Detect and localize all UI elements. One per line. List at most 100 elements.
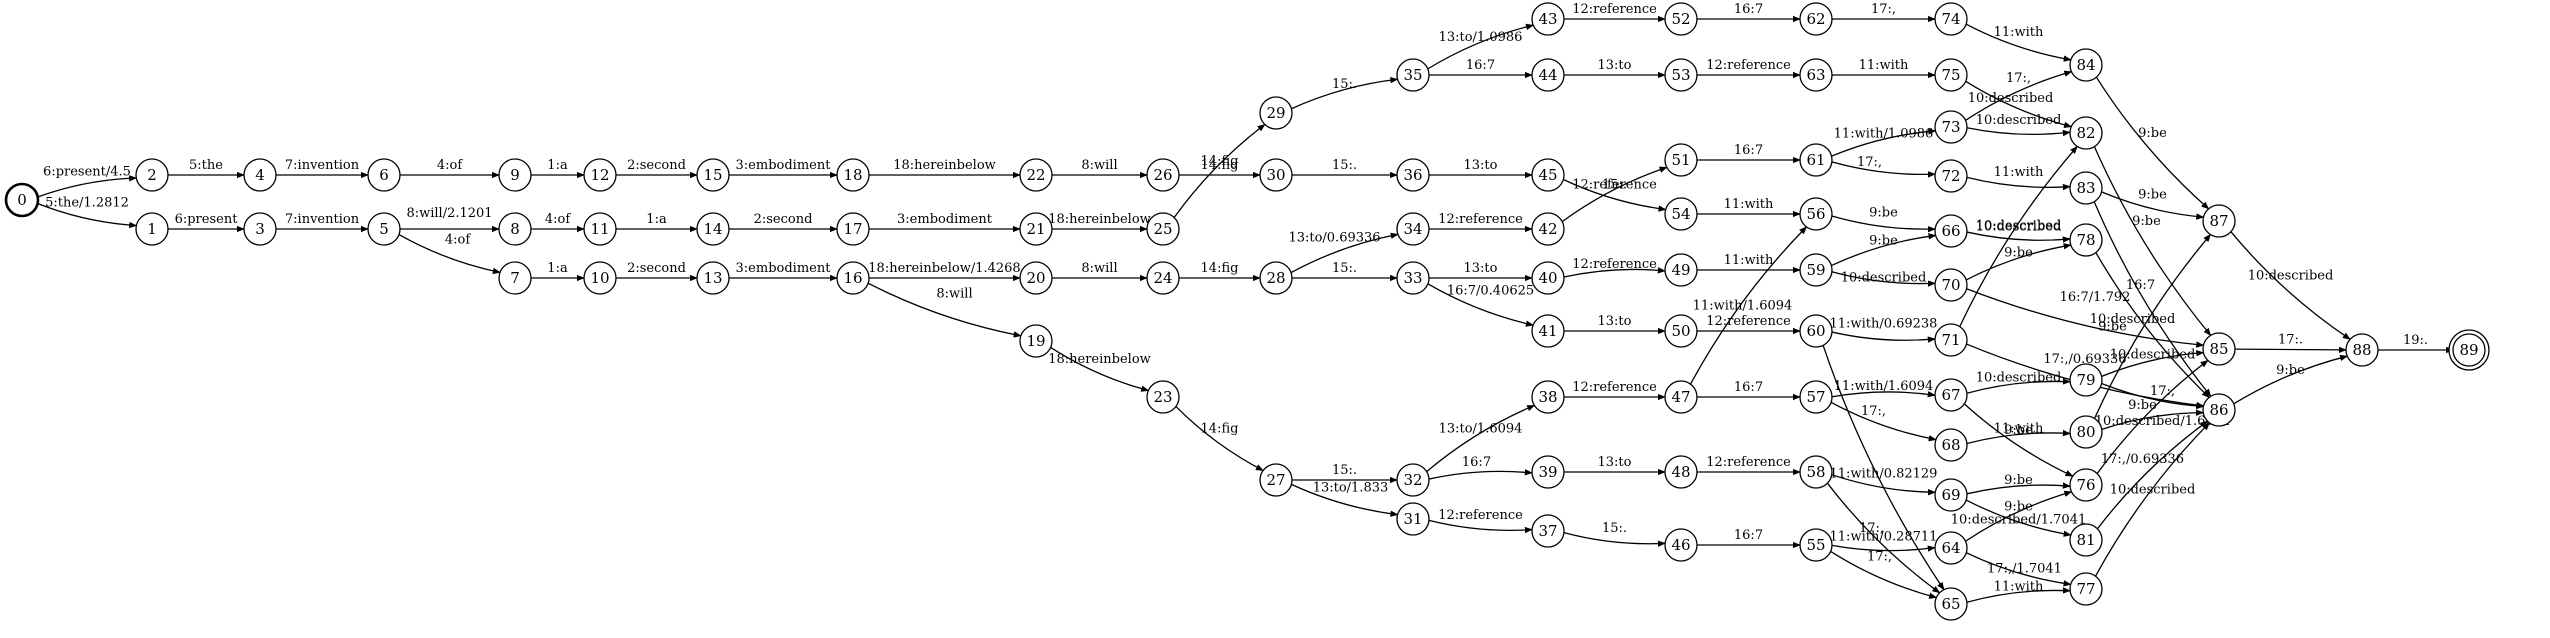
edge-label-31-37: 12:reference — [1438, 508, 1523, 523]
edge-label-76-85: 9:be — [2128, 398, 2157, 413]
edge-label-0-1: 5:the/1.2812 — [45, 196, 129, 211]
state-label-18: 18 — [843, 166, 862, 184]
edge-label-38-47: 12:reference — [1572, 380, 1657, 395]
state-circle-43 — [1531, 2, 1565, 36]
state-label-15: 15 — [703, 166, 722, 184]
edge-27-to-31 — [1291, 483, 1399, 517]
state-circle-33 — [1396, 261, 1430, 295]
state-label-13: 13 — [703, 269, 722, 287]
edge-label-79-85: 10:described — [2110, 348, 2196, 363]
edge-label-8-11: 4:of — [545, 212, 571, 227]
state-label-69: 69 — [1941, 486, 1960, 504]
state-node-51: 51 — [1664, 143, 1698, 177]
edge-71-to-82 — [1959, 145, 2078, 327]
edge-label-51-61: 16:7 — [1734, 143, 1763, 158]
state-label-49: 49 — [1671, 261, 1690, 279]
state-label-24: 24 — [1153, 269, 1172, 287]
state-label-37: 37 — [1538, 522, 1557, 540]
state-label-68: 68 — [1941, 436, 1960, 454]
edge-label-80-86: 10:described/1.6094 — [2095, 414, 2230, 429]
state-node-16: 16 — [836, 261, 870, 295]
state-circle-65 — [1934, 587, 1968, 621]
state-circle-4 — [243, 158, 277, 192]
state-node-85: 85 — [2202, 332, 2236, 366]
state-node-20: 20 — [1019, 261, 1053, 295]
edges-layer — [37, 15, 2454, 603]
state-circle-2 — [135, 158, 169, 192]
state-label-17: 17 — [843, 220, 862, 238]
state-node-75: 75 — [1934, 58, 1968, 92]
state-label-12: 12 — [590, 166, 609, 184]
edge-label-18-22: 18:hereinbelow — [893, 158, 996, 173]
state-label-58: 58 — [1806, 463, 1825, 481]
edge-label-28-34: 13:to/0.69336 — [1288, 231, 1380, 246]
edge-label-0-2: 6:present/4.5 — [43, 165, 131, 180]
state-label-54: 54 — [1671, 205, 1690, 223]
edge-55-to-65 — [1830, 550, 1938, 599]
state-circle-39 — [1531, 455, 1565, 489]
edge-label-30-36: 15:. — [1332, 158, 1357, 173]
edge-label-3-5: 7:invention — [285, 212, 360, 227]
state-label-25: 25 — [1153, 220, 1172, 238]
state-node-79: 79 — [2069, 363, 2103, 397]
state-node-48: 48 — [1664, 455, 1698, 489]
state-circle-1 — [135, 212, 169, 246]
edge-label-60-71: 11:with/0.69238 — [1830, 317, 1938, 332]
state-circle-73 — [1934, 110, 1968, 144]
edge-label-55-65: 17:, — [1867, 550, 1892, 565]
state-node-56: 56 — [1799, 197, 1833, 231]
state-label-76: 76 — [2076, 476, 2095, 494]
state-node-19: 19 — [1019, 324, 1053, 358]
state-label-75: 75 — [1941, 66, 1960, 84]
state-label-8: 8 — [510, 220, 520, 238]
state-node-18: 18 — [836, 158, 870, 192]
state-circle-31 — [1396, 502, 1430, 536]
state-circle-36 — [1396, 158, 1430, 192]
state-label-67: 67 — [1941, 386, 1960, 404]
state-circle-72 — [1934, 159, 1968, 193]
state-node-2: 2 — [135, 158, 169, 192]
state-node-11: 11 — [583, 212, 617, 246]
state-circle-19 — [1019, 324, 1053, 358]
state-node-6: 6 — [367, 158, 401, 192]
edge-label-27-31: 13:to/1.833 — [1313, 481, 1389, 496]
state-circle-80 — [2069, 415, 2103, 449]
state-label-44: 44 — [1538, 66, 1557, 84]
edge-label-7-10: 1:a — [547, 261, 568, 276]
edge-32-to-38 — [1426, 404, 1536, 473]
edge-label-77-86: 10:described — [2110, 483, 2196, 498]
state-node-22: 22 — [1019, 158, 1053, 192]
state-label-0: 0 — [17, 191, 27, 209]
state-node-73: 73 — [1934, 110, 1968, 144]
edge-label-59-70: 10:described — [1841, 271, 1927, 286]
edge-label-40-49: 12:reference — [1572, 257, 1657, 272]
state-circle-69 — [1934, 478, 1968, 512]
state-label-85: 85 — [2209, 340, 2228, 358]
edge-64-to-76 — [1965, 490, 2073, 542]
edge-label-44-53: 13:to — [1598, 58, 1632, 73]
state-node-38: 38 — [1531, 380, 1565, 414]
edge-label-24-28: 14:fig — [1201, 261, 1239, 276]
state-label-48: 48 — [1671, 463, 1690, 481]
edge-55-to-64 — [1831, 544, 1936, 552]
state-circle-30 — [1259, 158, 1293, 192]
state-node-39: 39 — [1531, 455, 1565, 489]
state-node-0: 0 — [4, 182, 40, 218]
edge-80-to-87 — [2093, 233, 2211, 419]
edge-label-26-30: 14:fig — [1201, 158, 1239, 173]
state-circle-26 — [1146, 158, 1180, 192]
state-circle-47 — [1664, 380, 1698, 414]
state-circle-22 — [1019, 158, 1053, 192]
edge-label-86-88: 9:be — [2276, 363, 2305, 378]
state-circle-38 — [1531, 380, 1565, 414]
edge-label-85-88: 17:. — [2278, 333, 2303, 348]
edge-label-9-12: 1:a — [547, 158, 568, 173]
edge-label-63-75: 11:with — [1859, 58, 1909, 73]
state-label-20: 20 — [1026, 269, 1045, 287]
edge-label-71-82: 10:described — [1976, 220, 2062, 235]
state-circle-49 — [1664, 253, 1698, 287]
state-node-43: 43 — [1531, 2, 1565, 36]
state-label-87: 87 — [2209, 212, 2228, 230]
state-circle-75 — [1934, 58, 1968, 92]
state-label-38: 38 — [1538, 388, 1557, 406]
